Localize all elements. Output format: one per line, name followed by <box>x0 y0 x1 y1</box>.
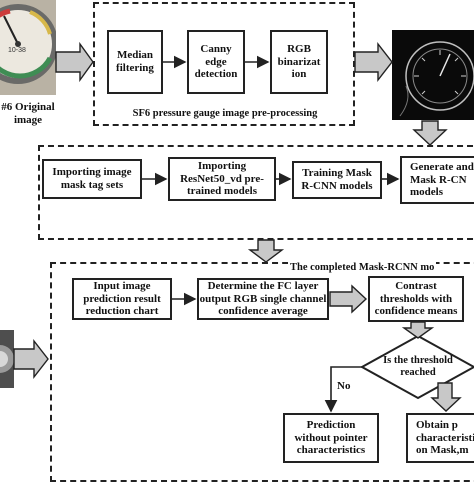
contrast-thresholds-box: Contrast thresholds with confidence mean… <box>368 276 464 322</box>
gauge-display-text: 10-38 <box>8 47 26 54</box>
preprocessing-caption: SF6 pressure gauge image pre-processing <box>132 108 318 119</box>
block-arrow-model-down <box>247 239 285 263</box>
median-filtering-box: Median filtering <box>107 30 163 94</box>
no-label: No <box>337 380 351 392</box>
import-mask-tag-sets-box: Importing image mask tag sets <box>42 159 142 199</box>
training-frame <box>38 145 474 240</box>
original-gauge-image: 10-38 <box>0 0 56 95</box>
fc-layer-confidence-box: Determine the FC layer output RGB single… <box>197 278 329 320</box>
generate-mask-rcnn-box: Generate and Mask R-CN models <box>400 156 474 204</box>
no-pointer-outcome-box: Prediction without pointer characteristi… <box>283 413 379 463</box>
decision-label: Is the threshold reached <box>383 355 453 379</box>
block-arrow-image-to-predict <box>13 338 49 380</box>
completed-model-caption: The completed Mask-RCNN mo <box>288 262 437 275</box>
import-resnet50-box: Importing ResNet50_vd pre- trained model… <box>168 157 276 201</box>
preprocessing-frame <box>93 2 355 126</box>
input-gauge-image <box>0 330 14 388</box>
pointer-characteristics-outcome-box: Obtain p characteristi on Mask,m <box>406 413 474 463</box>
block-arrow-image-to-preprocess <box>55 41 94 83</box>
canny-edge-detection-box: Canny edge detection <box>187 30 245 94</box>
input-prediction-chart-box: Input image prediction result reduction … <box>72 278 172 320</box>
processed-gauge-image <box>392 30 474 120</box>
rgb-binarization-box: RGB binarizat ion <box>270 30 328 94</box>
block-arrow-preprocess-to-output <box>354 41 393 83</box>
train-mask-rcnn-box: Training Mask R-CNN models <box>292 161 382 199</box>
block-arrow-output-down <box>412 120 448 146</box>
original-image-label: #6 Original image <box>1 101 55 126</box>
